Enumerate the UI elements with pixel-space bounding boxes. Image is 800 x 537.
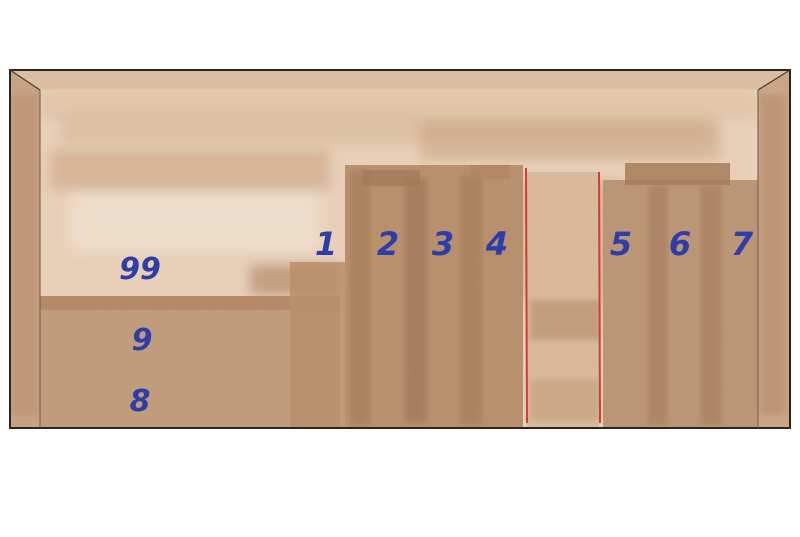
label-5: 5 — [609, 225, 633, 263]
label-99: 99 — [119, 252, 161, 287]
divider-line-left — [525, 167, 528, 424]
label-3: 3 — [431, 225, 455, 263]
label-6: 6 — [668, 225, 692, 263]
label-2: 2 — [376, 225, 400, 263]
divider-line-right — [598, 171, 601, 424]
label-7: 7 — [730, 225, 754, 263]
label-9: 9 — [131, 323, 153, 358]
ceiling — [10, 70, 790, 90]
label-8: 8 — [129, 384, 151, 419]
wardrobe-group-right — [603, 163, 758, 428]
room-frame — [9, 69, 791, 429]
label-4: 4 — [485, 225, 509, 263]
wardrobe-group-left — [290, 165, 523, 428]
low-counter-top — [40, 296, 340, 310]
label-1: 1 — [314, 225, 338, 263]
